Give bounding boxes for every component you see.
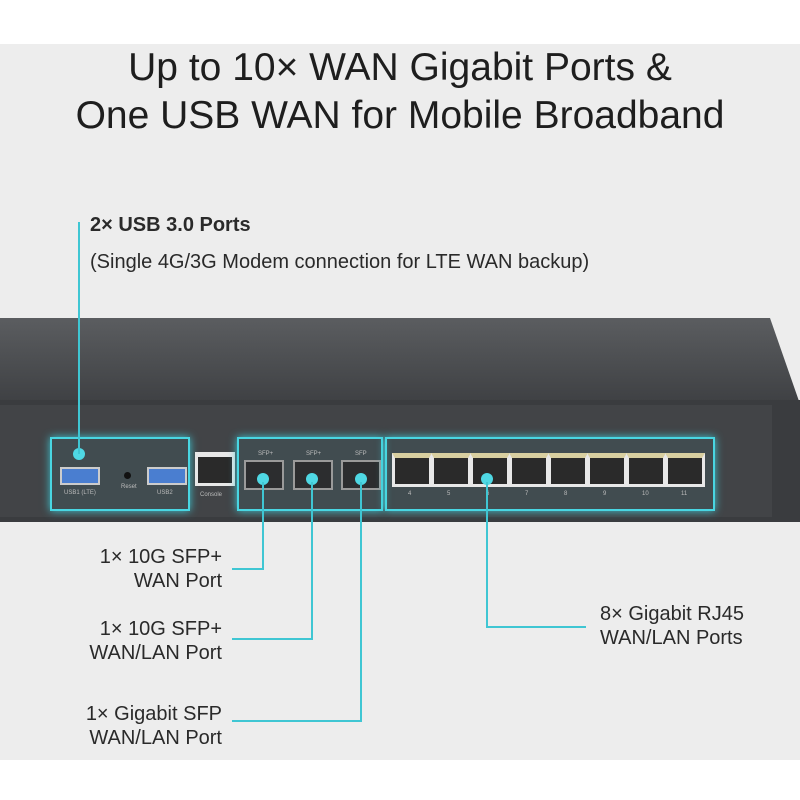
headline-line1: Up to 10× WAN Gigabit Ports & xyxy=(128,46,672,89)
sfp-port-1 xyxy=(244,460,284,490)
rj45-port xyxy=(470,453,510,487)
rj45-port-label: 4 xyxy=(408,491,412,497)
rj45-marker xyxy=(481,473,493,485)
usb-heading: 2× USB 3.0 Ports xyxy=(90,214,251,236)
rj45-port xyxy=(665,453,705,487)
sfp1-marker xyxy=(257,473,269,485)
sfp1-leader-line xyxy=(232,568,264,570)
usb-leader-line xyxy=(78,222,80,454)
sfp2-marker xyxy=(306,473,318,485)
callout-sfp2: 1× 10G SFP+WAN/LAN Port xyxy=(89,618,222,664)
rj45-leader-line xyxy=(486,626,586,628)
rj45-port xyxy=(392,453,432,487)
rj45-port xyxy=(626,453,666,487)
sfp2-label: SFP+ xyxy=(306,451,322,457)
sfp3-marker xyxy=(355,473,367,485)
sfp-port-2 xyxy=(293,460,333,490)
rj45-port-label: 11 xyxy=(681,491,688,497)
console-label: Console xyxy=(200,492,223,498)
console-port xyxy=(195,452,235,486)
rj45-port-label: 10 xyxy=(642,491,649,497)
sfp3-label: SFP xyxy=(355,451,367,457)
rj45-port xyxy=(548,453,588,487)
callout-sfp1: 1× 10G SFP+WAN Port xyxy=(99,546,222,592)
reset-label: Reset xyxy=(121,484,137,490)
usb-subtext: (Single 4G/3G Modem connection for LTE W… xyxy=(90,251,590,273)
rj45-port-label: 9 xyxy=(603,491,607,497)
rj45-port-label: 5 xyxy=(447,491,451,497)
usb1-port xyxy=(60,467,100,485)
sfp2-leader-line xyxy=(232,638,313,640)
usb2-port xyxy=(147,467,187,485)
reset-button xyxy=(124,472,131,479)
rj45-port xyxy=(509,453,549,487)
rj45-port-label: 8 xyxy=(564,491,568,497)
rj45-port xyxy=(431,453,471,487)
usb2-label: USB2 xyxy=(157,490,173,496)
rj45-port-label: 7 xyxy=(525,491,529,497)
sfp3-leader-line xyxy=(232,720,362,722)
headline-line2: One USB WAN for Mobile Broadband xyxy=(75,94,725,137)
usb-marker xyxy=(73,448,85,460)
sfp1-label: SFP+ xyxy=(258,451,274,457)
usb1-label: USB1 (LTE) xyxy=(64,490,96,496)
rj45-port xyxy=(587,453,627,487)
